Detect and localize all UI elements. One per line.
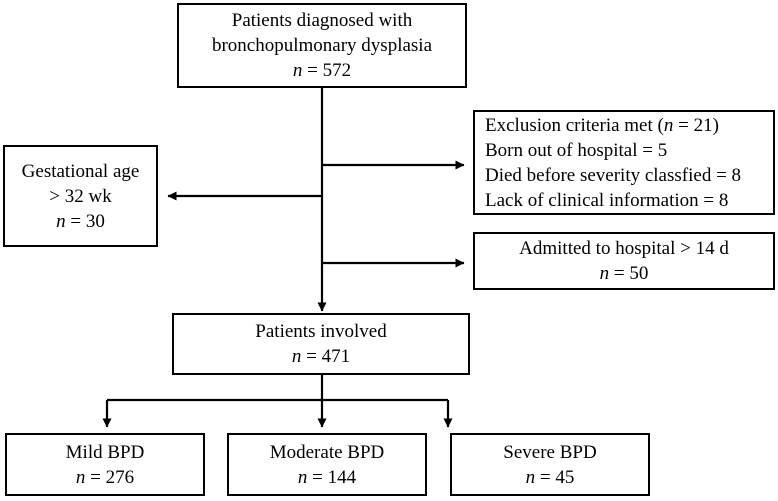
count-symbol: n <box>599 263 610 284</box>
node-patients-diagnosed: Patients diagnosed with bronchopulmonary… <box>177 3 467 88</box>
node-line: > 32 wk <box>49 185 112 207</box>
node-line: bronchopulmonary dysplasia <box>211 35 433 56</box>
node-patients-involved: Patients involved n = 471 <box>172 313 470 375</box>
node-line: Lack of clinical information = 8 <box>485 189 729 211</box>
node-line: Died before severity classfied = 8 <box>485 164 742 186</box>
node-line: Exclusion criteria met (n = 21) <box>485 114 719 136</box>
node-count: n = 50 <box>475 261 773 286</box>
node-moderate-bpd: Moderate BPD n = 144 <box>227 433 427 496</box>
count-value: = 471 <box>306 346 351 367</box>
node-line: Born out of hospital = 5 <box>485 139 668 161</box>
node-exclusion-criteria: Exclusion criteria met (n = 21) Born out… <box>473 110 775 215</box>
node-line: Moderate BPD <box>269 441 385 463</box>
count-value: = 45 <box>539 466 575 488</box>
node-line: Gestational age <box>21 160 140 182</box>
count-symbol: n <box>291 346 302 367</box>
node-line: Mild BPD <box>65 441 145 463</box>
node-count: n = 471 <box>174 344 468 369</box>
node-admitted-to-hospital: Admitted to hospital > 14 d n = 50 <box>473 232 775 290</box>
count-value: = 144 <box>312 466 357 488</box>
node-severe-bpd: Severe BPD n = 45 <box>450 433 650 496</box>
count-value: = 276 <box>90 466 135 488</box>
node-count: n = 30 <box>5 209 156 234</box>
node-gestational-age: Gestational age > 32 wk n = 30 <box>3 145 158 247</box>
node-count: n = 45 <box>452 465 648 490</box>
count-symbol: n <box>525 466 536 488</box>
node-line: Severe BPD <box>503 441 597 463</box>
count-value: = 572 <box>307 60 352 81</box>
node-line: Admitted to hospital > 14 d <box>519 238 729 259</box>
node-count: n = 276 <box>7 465 203 490</box>
node-count: n = 144 <box>229 465 425 490</box>
count-symbol: n <box>56 210 66 232</box>
count-symbol: n <box>292 60 303 81</box>
node-line: Patients involved <box>255 321 387 342</box>
node-count: n = 572 <box>179 58 465 83</box>
count-symbol: n <box>297 466 308 488</box>
count-symbol: n <box>75 466 86 488</box>
count-value: = 30 <box>70 210 105 232</box>
count-value: = 50 <box>613 263 649 284</box>
node-line: Patients diagnosed with <box>231 10 413 31</box>
node-mild-bpd: Mild BPD n = 276 <box>5 433 205 496</box>
